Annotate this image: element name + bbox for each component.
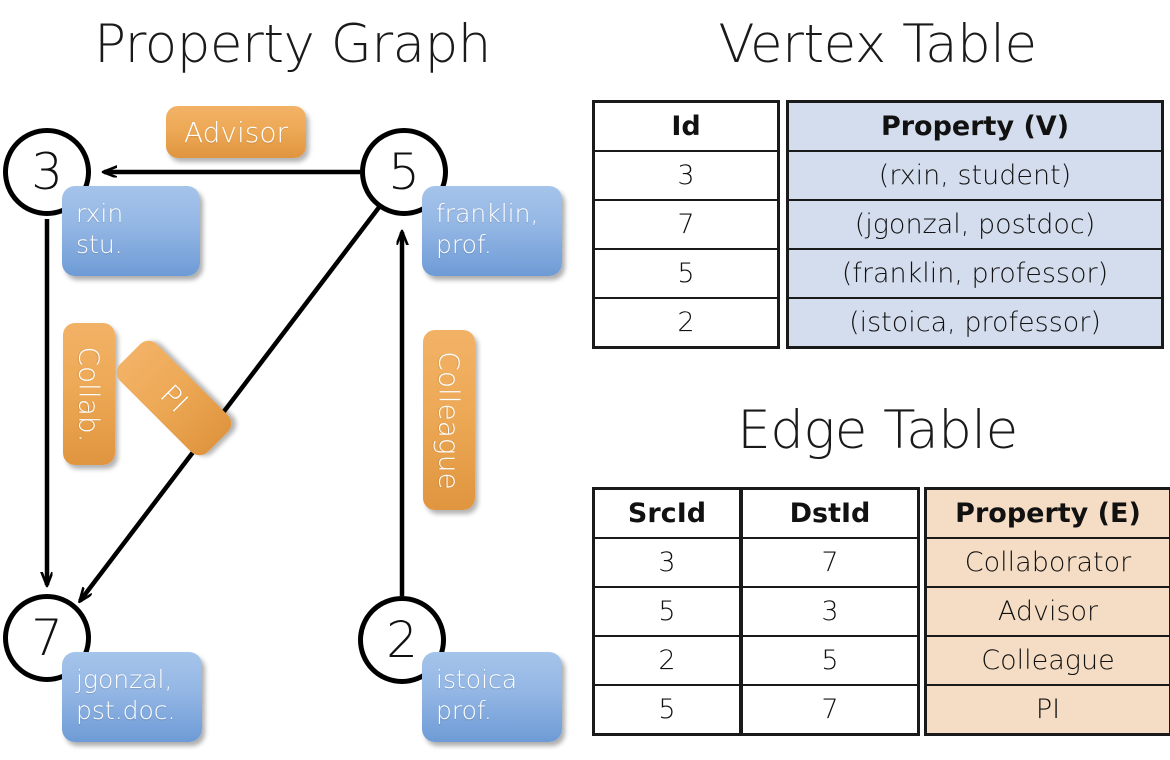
table-row: 3 — [592, 537, 742, 588]
edge-label-colleague: Colleague — [423, 330, 475, 510]
edge-label-collab-text: Collab. — [72, 345, 106, 443]
edge-label-pi-text: PI — [153, 377, 195, 419]
node-property-line-2: pst.doc. — [76, 696, 176, 725]
edge-cell-property: Advisor — [924, 586, 1170, 637]
node-property-line-1: franklin, — [436, 199, 539, 228]
table-row: 7 — [740, 684, 920, 736]
table-row: 2 — [592, 635, 742, 686]
vertex-cell-id: 2 — [592, 297, 780, 349]
vertex-cell-property: (jgonzal, postdoc) — [786, 199, 1164, 250]
vertex-table-property-column: Property (V) (rxin, student) (jgonzal, p… — [786, 100, 1164, 349]
edge-cell-property: Collaborator — [924, 537, 1170, 588]
vertex-header-property: Property (V) — [786, 100, 1164, 152]
edge-header-srcid: SrcId — [592, 487, 742, 539]
table-row: 3 — [592, 150, 780, 201]
table-row: 7 — [740, 537, 920, 588]
node-property-line-2: prof. — [436, 230, 492, 259]
table-row: Colleague — [924, 635, 1170, 686]
page-title-edge-table: Edge Table — [737, 400, 1018, 461]
edge-cell-srcid: 2 — [592, 635, 742, 686]
edge-cell-dstid: 7 — [740, 684, 920, 736]
edge-table-dstid-column: DstId 7 3 5 7 — [740, 487, 920, 736]
vertex-cell-property: (istoica, professor) — [786, 297, 1164, 349]
edge-label-advisor-text: Advisor — [183, 115, 288, 149]
table-row: 2 — [592, 297, 780, 349]
table-header-row: SrcId — [592, 487, 742, 539]
edge-header-dstid: DstId — [740, 487, 920, 539]
node-property-line-1: istoica — [436, 665, 518, 694]
edge-label-advisor: Advisor — [166, 106, 306, 158]
graph-node-2[interactable]: 2 — [358, 596, 446, 684]
vertex-cell-property: (franklin, professor) — [786, 248, 1164, 299]
graph-node-5[interactable]: 5 — [360, 128, 448, 216]
node-property-box-3: rxin stu. — [62, 186, 200, 276]
vertex-table: Id 3 7 5 2 Property (V) (rxin, student) — [592, 100, 1164, 349]
edge-cell-property: PI — [924, 684, 1170, 736]
table-row: 7 — [592, 199, 780, 250]
table-header-row: Id — [592, 100, 780, 152]
edge-label-collab: Collab. — [63, 323, 115, 465]
edge-cell-dstid: 7 — [740, 537, 920, 588]
edge-cell-srcid: 5 — [592, 684, 742, 736]
vertex-table-id-column: Id 3 7 5 2 — [592, 100, 780, 349]
table-header-row: Property (V) — [786, 100, 1164, 152]
table-row: PI — [924, 684, 1170, 736]
table-row: 3 — [740, 586, 920, 637]
edge-cell-dstid: 3 — [740, 586, 920, 637]
page-title-vertex-table: Vertex Table — [718, 14, 1037, 75]
node-property-line-1: jgonzal, — [76, 665, 173, 694]
table-row: 5 — [592, 684, 742, 736]
vertex-cell-id: 7 — [592, 199, 780, 250]
vertex-cell-property: (rxin, student) — [786, 150, 1164, 201]
table-row: 5 — [592, 586, 742, 637]
property-graph-panel: Property Graph 3 5 7 2 rxin stu. frankli… — [0, 0, 585, 760]
node-property-line-2: stu. — [76, 230, 123, 259]
table-row: (franklin, professor) — [786, 248, 1164, 299]
table-row: Advisor — [924, 586, 1170, 637]
edge-table-srcid-column: SrcId 3 5 2 5 — [592, 487, 742, 736]
edge-table: SrcId 3 5 2 5 DstId 7 3 — [592, 487, 1170, 736]
vertex-cell-id: 5 — [592, 248, 780, 299]
node-property-line-2: prof. — [436, 696, 492, 725]
node-property-box-2: istoica prof. — [422, 652, 562, 742]
edge-header-property: Property (E) — [924, 487, 1170, 539]
table-row: 5 — [740, 635, 920, 686]
node-property-line-1: rxin — [76, 199, 124, 228]
edge-5-to-7 — [80, 204, 382, 601]
table-header-row: DstId — [740, 487, 920, 539]
edge-label-colleague-text: Colleague — [432, 350, 466, 490]
table-header-row: Property (E) — [924, 487, 1170, 539]
edge-cell-dstid: 5 — [740, 635, 920, 686]
node-property-box-5: franklin, prof. — [422, 186, 562, 276]
node-property-box-7: jgonzal, pst.doc. — [62, 652, 202, 742]
table-row: 5 — [592, 248, 780, 299]
graph-edges-layer — [0, 0, 585, 760]
table-row: Collaborator — [924, 537, 1170, 588]
vertex-cell-id: 3 — [592, 150, 780, 201]
edge-cell-srcid: 5 — [592, 586, 742, 637]
vertex-header-id: Id — [592, 100, 780, 152]
edge-table-property-column: Property (E) Collaborator Advisor Collea… — [924, 487, 1170, 736]
page-title-property-graph: Property Graph — [94, 14, 491, 75]
table-row: (rxin, student) — [786, 150, 1164, 201]
table-row: (istoica, professor) — [786, 297, 1164, 349]
edge-cell-property: Colleague — [924, 635, 1170, 686]
table-row: (jgonzal, postdoc) — [786, 199, 1164, 250]
edge-cell-srcid: 3 — [592, 537, 742, 588]
